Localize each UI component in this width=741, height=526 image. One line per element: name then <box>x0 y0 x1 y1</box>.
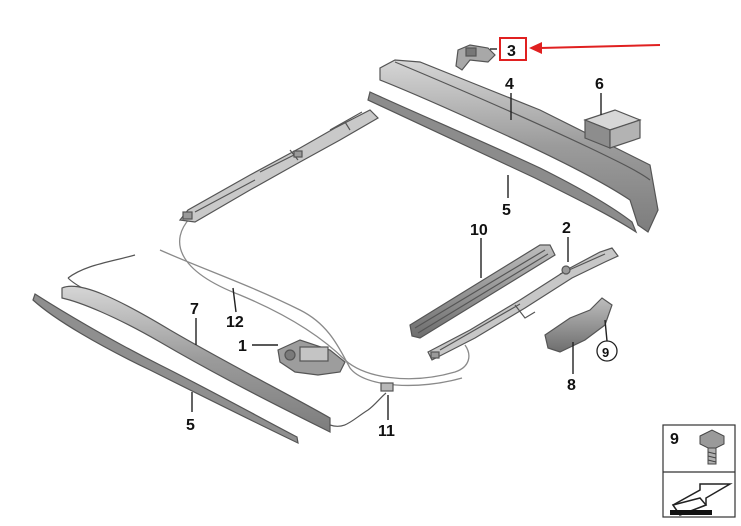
callout-1: 1 <box>238 338 247 355</box>
screw-icon <box>699 429 725 465</box>
cover-part-8 <box>544 297 613 353</box>
box-part-6 <box>583 109 642 149</box>
legend-number: 9 <box>670 431 679 448</box>
callout-4: 4 <box>505 76 514 93</box>
callout-8: 8 <box>567 377 576 394</box>
callout-5-upper: 5 <box>502 202 511 219</box>
callout-11: 11 <box>378 423 395 440</box>
direction-arrow-icon <box>670 483 733 516</box>
callout-5-lower: 5 <box>186 417 195 434</box>
callout-9-circle <box>596 340 618 362</box>
callout-2: 2 <box>562 220 571 237</box>
rail-front-left <box>61 285 331 433</box>
callout-7: 7 <box>190 301 199 318</box>
pointer-arrow <box>529 42 661 54</box>
callout-3: 3 <box>507 43 516 60</box>
guide-rail-right <box>427 247 619 361</box>
callout-12: 12 <box>226 314 244 331</box>
guide-rail-left <box>178 109 379 223</box>
drive-cable <box>159 217 470 387</box>
callout-9: 9 <box>602 345 609 360</box>
motor-part-1 <box>277 339 346 376</box>
callout-10: 10 <box>470 222 488 239</box>
seal-rear <box>367 91 638 234</box>
callout-6: 6 <box>595 76 604 93</box>
clip-part-11 <box>380 382 394 392</box>
bracket-part-3 <box>455 44 496 71</box>
rail-rear <box>379 59 659 233</box>
seal-strip-part-10 <box>409 244 556 339</box>
seal-front-left-lower <box>32 293 299 445</box>
legend-box: 9 <box>662 424 736 518</box>
highlight-box <box>499 37 527 61</box>
